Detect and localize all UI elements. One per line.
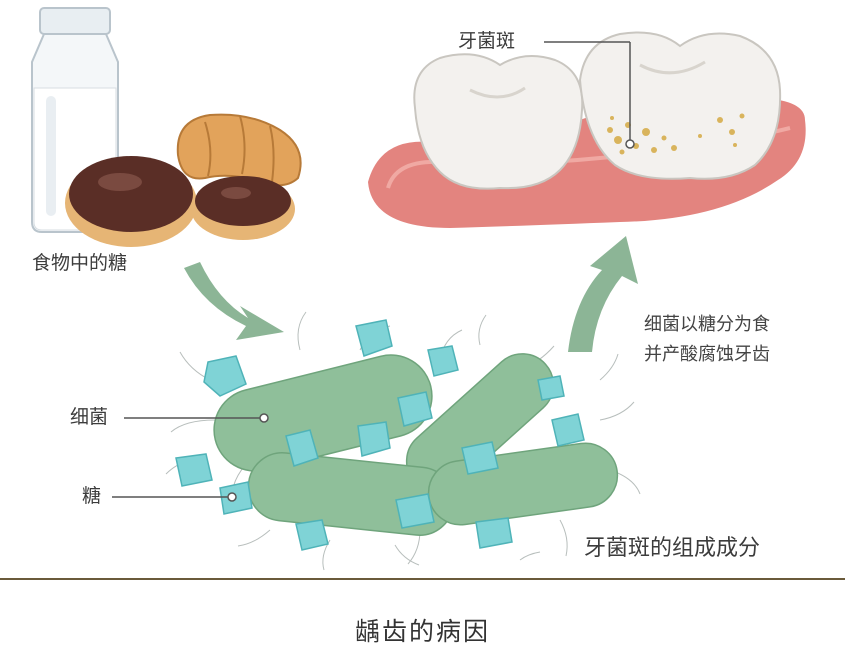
label-bacteria: 细菌: [70, 406, 109, 428]
process-note-line-2: 并产酸腐蚀牙齿: [644, 344, 770, 365]
gum-and-teeth-illustration: [368, 31, 806, 228]
tooth-icon: [413, 53, 584, 190]
label-plaque: 牙菌斑: [458, 30, 516, 52]
process-note-line-1: 细菌以糖分为食: [644, 314, 770, 335]
arrow-down-icon: [184, 262, 284, 340]
process-note: 细菌以糖分为食 并产酸腐蚀牙齿: [644, 310, 770, 370]
plaque-callout: [544, 41, 635, 149]
arrow-up-icon: [568, 236, 638, 352]
label-food-sugar: 食物中的糖: [32, 252, 128, 274]
label-plaque-components: 牙菌斑的组成成分: [584, 536, 761, 561]
croissant-icon: [176, 113, 302, 187]
sugar-crystals: [175, 319, 585, 551]
label-sugar: 糖: [82, 485, 102, 507]
sugar-callout: [112, 492, 237, 502]
bacteria-callout: [124, 413, 269, 423]
donut-icon: [191, 176, 295, 240]
bacteria-cluster: [165, 311, 641, 571]
caries-diagram: [31, 7, 806, 571]
donut-icon: [65, 156, 197, 247]
divider: [0, 578, 845, 580]
tooth-with-plaque-icon: [578, 31, 782, 180]
caption: 龋齿的病因: [354, 617, 490, 646]
